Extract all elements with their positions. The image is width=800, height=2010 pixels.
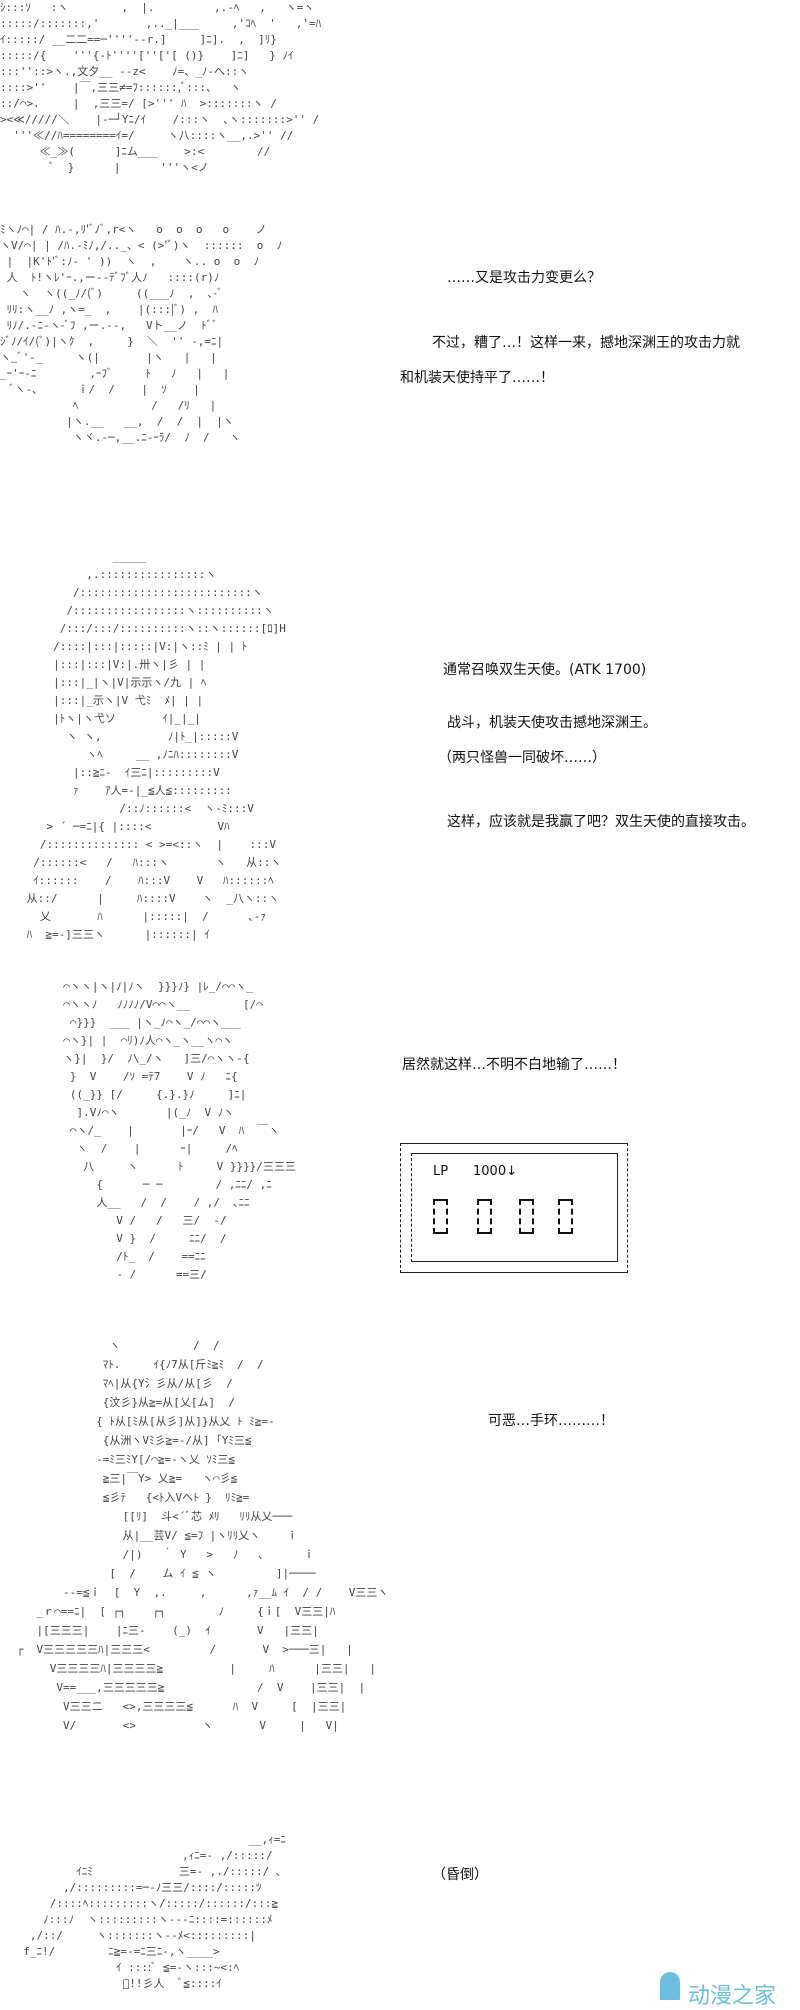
watermark-text: 动漫之家 [688, 1984, 777, 2009]
dialogue-line: 这样，应该就是我赢了吧？双生天使的直接攻击。 [447, 814, 755, 830]
ascii-art-panel-3: _____ ,.::::::::::::::::ヽ /:::::::::::::… [20, 550, 286, 941]
dialogue-line: ……又是攻击力变更么？ [447, 270, 601, 286]
dialogue-line: （两只怪兽一同破坏……） [438, 750, 606, 766]
dialogue-line: 居然就这样…不明不白地输了……！ [402, 1057, 626, 1073]
lp-digit-box [477, 1199, 492, 1234]
dialogue-line: 可恶…手环………！ [488, 1413, 614, 1429]
dialogue-line: （昏倒） [432, 1867, 488, 1883]
dialogue-line: 和机装天使持平了……！ [400, 370, 554, 386]
dialogue-line: 战斗，机装天使攻击撼地深渊王。 [447, 715, 657, 731]
ascii-art-panel-2: ﾐヽﾉ⌒| / ﾊ.-,ﾘ'ﾞﾉﾞ,r<ヽ o o o o ノ ヽV/⌒| | … [0, 223, 283, 444]
ascii-art-panel-5: ヽ / / ﾏﾄ. ｲ{ﾉ7从[斤ﾐ≧ﾐ / / ﾏﾍ|从{Y⺡彡从/从[彡 /… [10, 1339, 389, 1732]
lp-label: LP [433, 1164, 449, 1179]
life-points-inner-frame: LP 1000↓ [411, 1153, 618, 1262]
lp-change-value: 1000↓ [473, 1164, 517, 1179]
lp-digit-box [519, 1199, 534, 1234]
ascii-art-panel-4: ⌒ヽヽ|ヽ|ﾉ|ﾉヽ }}}ﾉ} |ﾚ_/⌒⌒ヽ_ ⌒ヽヽﾉ ﾉﾉﾉﾉ/V⌒⌒ヽ… [50, 980, 296, 1281]
lp-digit-box [433, 1199, 448, 1234]
lp-digit-box [558, 1199, 573, 1234]
dialogue-line: 通常召唤双生天使。(ATK 1700) [443, 662, 647, 678]
watermark-logo-icon [660, 1972, 680, 2000]
life-points-display: LP 1000↓ [400, 1143, 628, 1273]
ascii-art-panel-1: ｼ:::ｿ :ヽ , |. ,.-ﾍ , ヽ=ヽ :::::/:::::::,'… [0, 1, 322, 174]
ascii-art-panel-6: __,ｨ=ﾆ ,ｨﾆ=- ,/:::::/ ｲﾆﾐ 三=- ,./:::::/ … [10, 1833, 286, 1990]
dialogue-line: 不过，糟了…！这样一来，撼地深渊王的攻击力就 [432, 335, 740, 351]
